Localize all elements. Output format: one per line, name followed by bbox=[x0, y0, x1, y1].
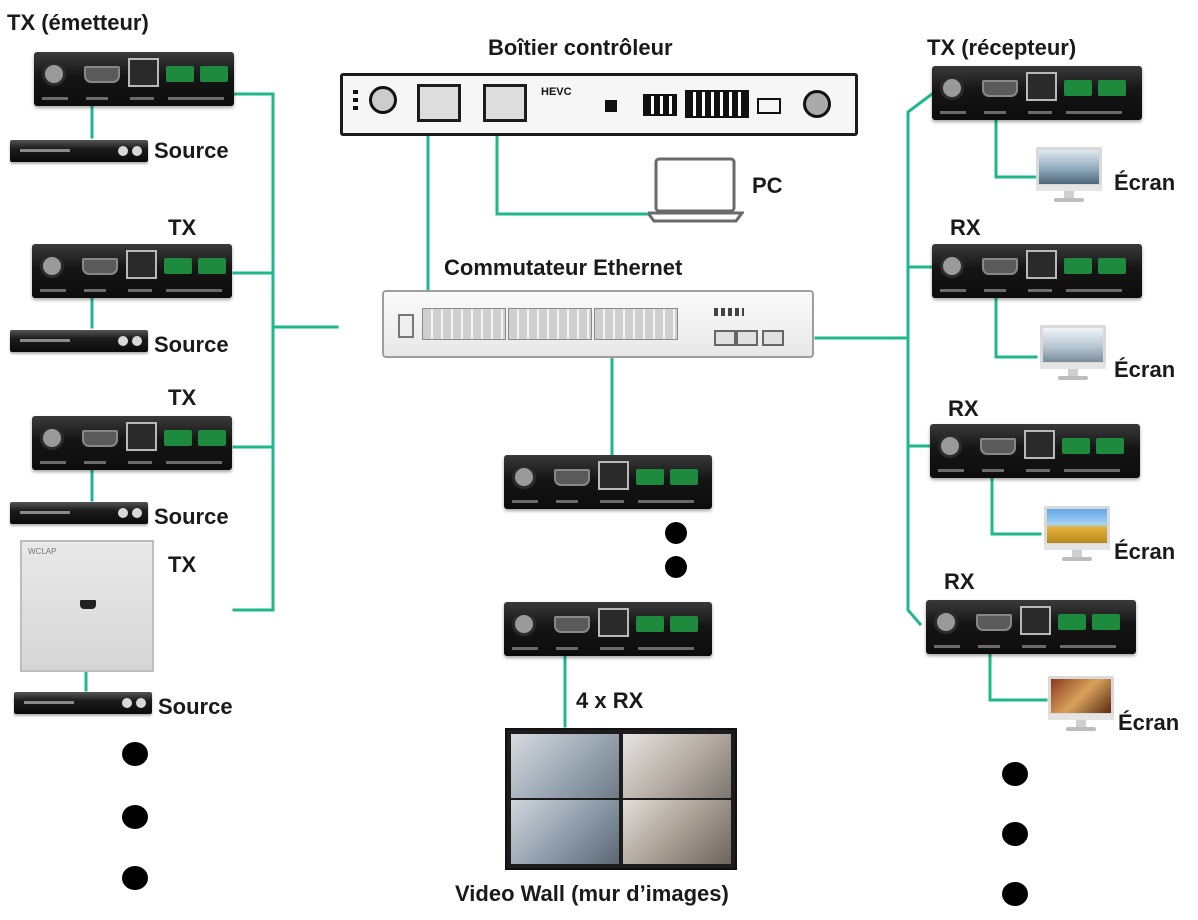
label-tx-emitter: TX (émetteur) bbox=[7, 10, 149, 35]
ellipsis-dot-icon bbox=[1002, 822, 1028, 846]
label-controller: Boîtier contrôleur bbox=[488, 35, 673, 60]
source-2-player-icon bbox=[10, 330, 148, 352]
encoder-3-icon bbox=[32, 416, 232, 470]
video-wall-icon bbox=[505, 728, 737, 870]
laptop-icon bbox=[645, 157, 745, 228]
ellipsis-dot-icon bbox=[665, 522, 687, 544]
decoder-4-icon bbox=[926, 600, 1136, 654]
wall-plate-transmitter-icon: WCLAP bbox=[20, 540, 154, 672]
monitor-1-icon bbox=[1036, 147, 1102, 207]
encoder-2-icon bbox=[32, 244, 232, 298]
wire-rx4-screen bbox=[988, 638, 1048, 702]
monitor-3-icon bbox=[1044, 506, 1110, 566]
label-rx-3: RX bbox=[944, 569, 975, 594]
decoder-bottom-icon bbox=[504, 602, 712, 656]
source-1-player-icon bbox=[10, 140, 148, 162]
monitor-2-icon bbox=[1040, 325, 1106, 385]
label-tx-2: TX bbox=[168, 215, 197, 240]
label-video-wall: Video Wall (mur d’images) bbox=[455, 881, 729, 906]
decoder-3-icon bbox=[930, 424, 1140, 478]
label-switch: Commutateur Ethernet bbox=[444, 255, 683, 280]
label-pc: PC bbox=[752, 173, 783, 198]
source-4-player-icon bbox=[14, 692, 152, 714]
ellipsis-dot-icon bbox=[122, 742, 148, 766]
label-screen-4: Écran bbox=[1118, 710, 1180, 735]
label-tx-4: TX bbox=[168, 552, 197, 577]
decoder-2-icon bbox=[932, 244, 1142, 298]
wire-rx1-screen bbox=[994, 108, 1038, 179]
label-tx-receiver: TX (récepteur) bbox=[927, 35, 1077, 60]
ellipsis-dot-icon bbox=[1002, 762, 1028, 786]
wire-rx3-screen bbox=[990, 464, 1042, 536]
label-source-4: Source bbox=[158, 694, 233, 719]
controller-hevc-text: HEVC bbox=[541, 86, 572, 98]
label-source-2: Source bbox=[154, 332, 229, 357]
ellipsis-dot-icon bbox=[122, 805, 148, 829]
ethernet-switch-icon bbox=[382, 290, 814, 358]
label-rx-1: RX bbox=[950, 215, 981, 240]
wire-rx2-screen bbox=[994, 284, 1038, 359]
label-tx-3: TX bbox=[168, 385, 197, 410]
wire-left-bus bbox=[232, 92, 275, 612]
label-source-3: Source bbox=[154, 504, 229, 529]
ellipsis-dot-icon bbox=[122, 866, 148, 890]
decoder-1-icon bbox=[932, 66, 1142, 120]
label-rx-2: RX bbox=[948, 396, 979, 421]
label-screen-1: Écran bbox=[1114, 170, 1176, 195]
ellipsis-dot-icon bbox=[1002, 882, 1028, 906]
decoder-top-icon bbox=[504, 455, 712, 509]
encoder-1-icon bbox=[34, 52, 234, 106]
label-screen-3: Écran bbox=[1114, 539, 1176, 564]
ellipsis-dot-icon bbox=[665, 556, 687, 578]
source-3-player-icon bbox=[10, 502, 148, 524]
wire-right-bus bbox=[906, 91, 935, 627]
label-source-1: Source bbox=[154, 138, 229, 163]
controller-box-icon: HEVC bbox=[340, 73, 858, 136]
label-screen-2: Écran bbox=[1114, 357, 1176, 382]
wire-controller-pc bbox=[495, 111, 652, 216]
monitor-4-icon bbox=[1048, 676, 1114, 736]
label-rx-count: 4 x RX bbox=[576, 688, 644, 713]
